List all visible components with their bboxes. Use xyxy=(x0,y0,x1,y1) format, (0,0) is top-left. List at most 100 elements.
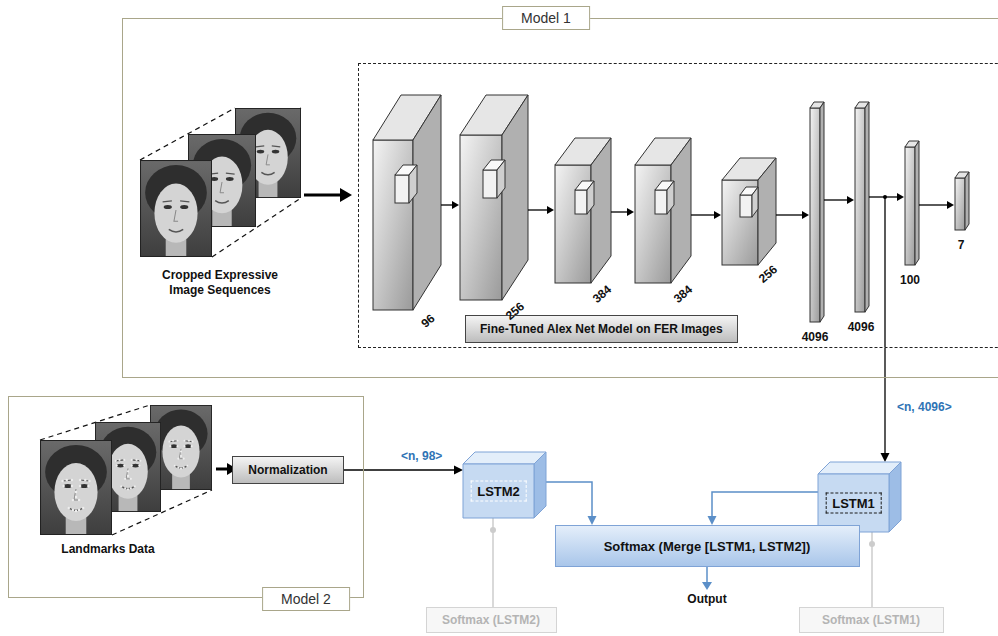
layer-size: 4096 xyxy=(802,330,829,344)
fc-layer xyxy=(855,108,865,312)
landmark-dots xyxy=(115,459,142,491)
output-label: Output xyxy=(687,592,726,606)
block-text: LSTM2 xyxy=(470,481,527,502)
block-side xyxy=(889,462,901,532)
input-arrow xyxy=(304,188,352,202)
stack-guide xyxy=(140,108,301,257)
arrow-line xyxy=(919,204,948,205)
arrow-line xyxy=(528,209,548,210)
block-front xyxy=(818,474,889,532)
group-label: Fine-Tuned Alex Net Model on FER Images xyxy=(465,315,738,343)
block-top xyxy=(463,452,546,464)
arrow-line xyxy=(776,214,803,215)
output-arrow xyxy=(702,567,712,590)
arrow-head xyxy=(897,193,904,201)
lstm-block: LSTM2 xyxy=(463,452,546,518)
image-stack xyxy=(140,108,301,257)
layer-block xyxy=(758,158,776,265)
block-top xyxy=(818,462,901,474)
fc-layer xyxy=(955,178,965,230)
connector-line xyxy=(546,482,592,518)
arrow-head xyxy=(802,211,809,219)
connector-dot xyxy=(490,527,496,533)
layer-block xyxy=(502,95,528,300)
cnn-layers xyxy=(373,95,969,322)
connector-line xyxy=(344,469,456,471)
connector-line xyxy=(712,492,818,518)
kernel-cube xyxy=(655,190,667,214)
edge-label: <n, 4096> xyxy=(896,400,953,414)
landmark-dots xyxy=(61,479,90,512)
stack-guide xyxy=(40,405,212,535)
kernel-cube xyxy=(587,181,594,214)
arrow-head xyxy=(340,188,352,202)
layer-block xyxy=(591,138,611,283)
kernel-cube xyxy=(752,187,758,217)
arrow-head xyxy=(588,516,597,525)
fc-layer xyxy=(820,102,824,322)
lstm-block: LSTM1 xyxy=(818,462,901,532)
box-text: Normalization xyxy=(248,463,327,477)
arrow-head xyxy=(714,211,721,219)
junction-dot xyxy=(883,195,887,199)
softmax-box: Softmax (LSTM2) xyxy=(426,607,557,633)
block-text: LSTM1 xyxy=(825,493,882,514)
fc-layer xyxy=(810,108,820,322)
fc-layer xyxy=(905,147,915,265)
kernel-cube xyxy=(409,165,417,203)
layer-size: 4096 xyxy=(848,320,875,334)
arrow-line xyxy=(304,194,342,197)
block-side xyxy=(534,452,546,518)
cnn-group: Fine-Tuned Alex Net Model on FER Images xyxy=(358,63,998,348)
layer-size: 384 xyxy=(671,282,695,306)
arrow-head xyxy=(702,582,712,590)
layer-size: 100 xyxy=(900,273,920,287)
layer-block xyxy=(413,95,441,310)
connector xyxy=(881,348,890,462)
arrow-head xyxy=(708,516,717,525)
kernel-cube xyxy=(497,160,505,198)
connector xyxy=(344,466,463,475)
layer-block xyxy=(722,180,758,265)
layer-size: 96 xyxy=(418,311,437,330)
arrow-line xyxy=(441,204,453,205)
landmark-dots xyxy=(168,440,193,470)
softmax-box: Softmax (LSTM1) xyxy=(799,607,944,633)
box-text: Softmax (Merge [LSTM1, LSTM2]) xyxy=(604,539,811,554)
fc-layer xyxy=(865,102,869,312)
layer-size: 7 xyxy=(958,238,965,252)
box-text: Softmax (LSTM1) xyxy=(822,613,920,627)
layer-arrowheads xyxy=(452,193,954,219)
arrow-head xyxy=(947,201,954,209)
arrow-line xyxy=(824,199,848,200)
connector xyxy=(708,492,819,525)
arrow-line xyxy=(611,211,628,212)
region-title: Model 1 xyxy=(502,6,590,30)
fc-layer xyxy=(915,141,919,265)
input-caption: Landmarks Data xyxy=(48,542,168,557)
model-region: Model 1Fine-Tuned Alex Net Model on FER … xyxy=(122,18,998,378)
face-image xyxy=(140,160,212,257)
layer-size: 384 xyxy=(590,282,614,306)
kernel-cube xyxy=(740,195,752,217)
softmax-box: Softmax (Merge [LSTM1, LSTM2]) xyxy=(555,525,860,567)
kernel-cube xyxy=(667,181,674,214)
fc-layer xyxy=(965,172,969,230)
connector-line xyxy=(884,348,885,455)
connector xyxy=(869,532,875,607)
model-region: Model 2Normalization xyxy=(8,396,364,598)
kernel-cube xyxy=(575,190,587,214)
layer-block xyxy=(671,138,691,283)
kernel-cube xyxy=(483,170,497,198)
process-box: Normalization xyxy=(232,456,344,484)
arrow-head xyxy=(452,201,459,209)
connector xyxy=(490,518,496,607)
connector xyxy=(546,482,597,525)
block-front xyxy=(463,464,534,518)
arrow-line xyxy=(706,567,708,583)
connector-dot xyxy=(869,541,875,547)
arrow-line xyxy=(691,214,715,215)
layer-size: 256 xyxy=(756,262,780,286)
arrow-head xyxy=(847,196,854,204)
arrow-head xyxy=(627,208,634,216)
